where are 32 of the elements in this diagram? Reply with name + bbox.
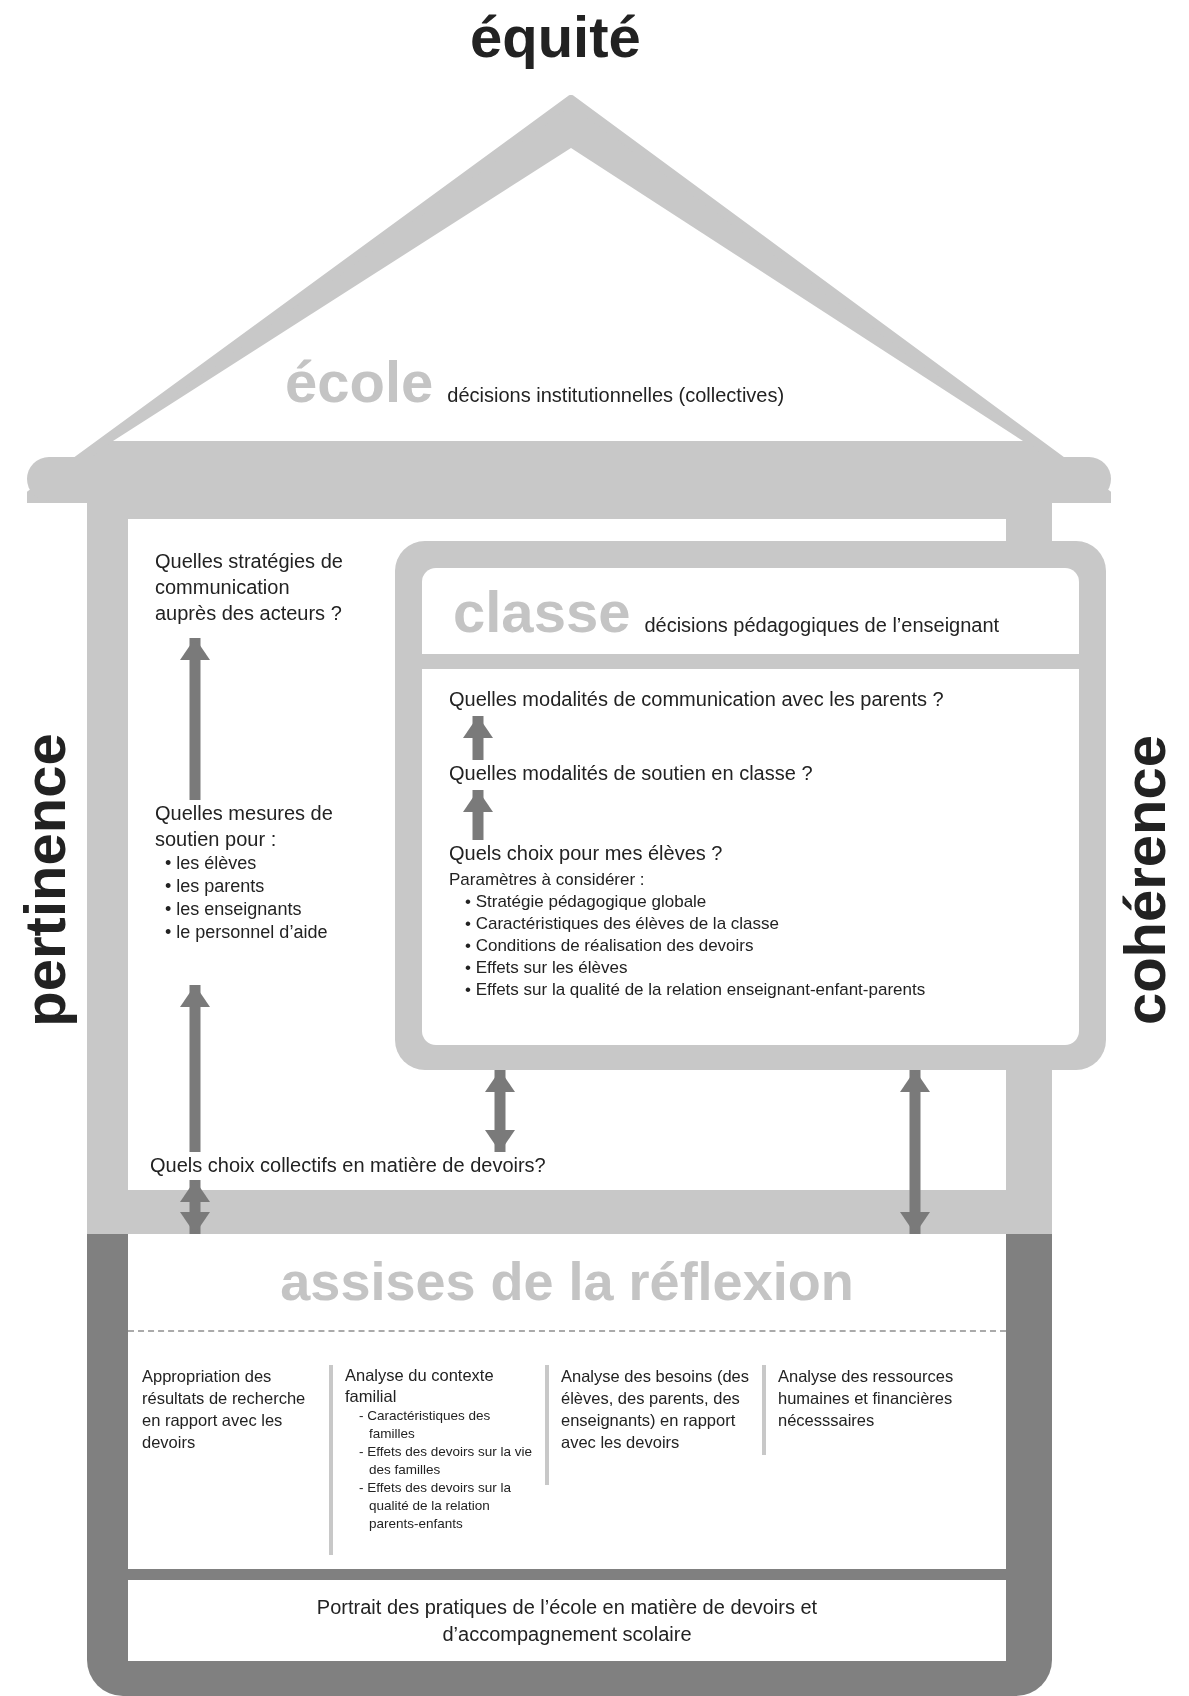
parameter-heading: Paramètres à considérer : [449,869,646,891]
list-item: • les élèves [164,852,258,875]
question-text: Quelles modalités de communication avec les parents ? [449,687,945,712]
column-heading: Analyse du contexte familial [345,1365,495,1407]
column-text: Appropriation des résultats de recherche en rapport avec les devoirs [142,1366,307,1453]
list-item: • les enseignants [164,898,303,921]
section-subtitle: décisions pédagogiques de l’enseignant [644,614,1000,637]
list-item: • Stratégie pédagogique globale [464,891,708,913]
list-item: - Caractéristiques des familles [358,1407,492,1443]
list-item: • les parents [164,875,266,898]
question-text: Quels choix collectifs en matière de devoirs? [150,1153,547,1178]
section-title: école [285,353,434,411]
question-text: Quelles stratégies de communication auprès des acteurs ? [155,549,344,626]
section-title: classe [453,583,631,641]
list-item: • Effets sur la qualité de la relation enseignant-enfant-parents [464,979,927,1001]
list-item: • le personnel d’aide [164,921,329,944]
list-item: - Effets des devoirs sur la vie des familles [358,1443,534,1479]
list-item: • Effets sur les élèves [464,957,629,979]
list-item: - Effets des devoirs sur la qualité de la relation parents-enfants [358,1479,513,1533]
column-text: Analyse des besoins (des élèves, des parents, des enseignants) en rapport avec les devoirs [561,1366,751,1453]
column-text: Analyse des ressources humaines et financières nécesssaires [778,1366,955,1431]
section-subtitle: décisions institutionnelles (collectives) [447,384,785,407]
principle-label: cohérence [1116,734,1174,1026]
list-item: • Caractéristiques des élèves de la classe [464,913,780,935]
foundation-panel [87,1234,1052,1696]
list-item: • Conditions de réalisation des devoirs [464,935,755,957]
question-text: Quels choix pour mes élèves ? [449,841,724,866]
question-text: Quelles modalités de soutien en classe ? [449,761,814,786]
portrait-text-box: Portrait des pratiques de l’école en matière de devoirs et d’accompagnement scolaire [128,1580,1006,1661]
classroom-panel [395,541,1106,1070]
question-text: Quelles mesures de soutien pour : [155,801,333,852]
section-title: assises de la réflexion [280,1251,854,1311]
